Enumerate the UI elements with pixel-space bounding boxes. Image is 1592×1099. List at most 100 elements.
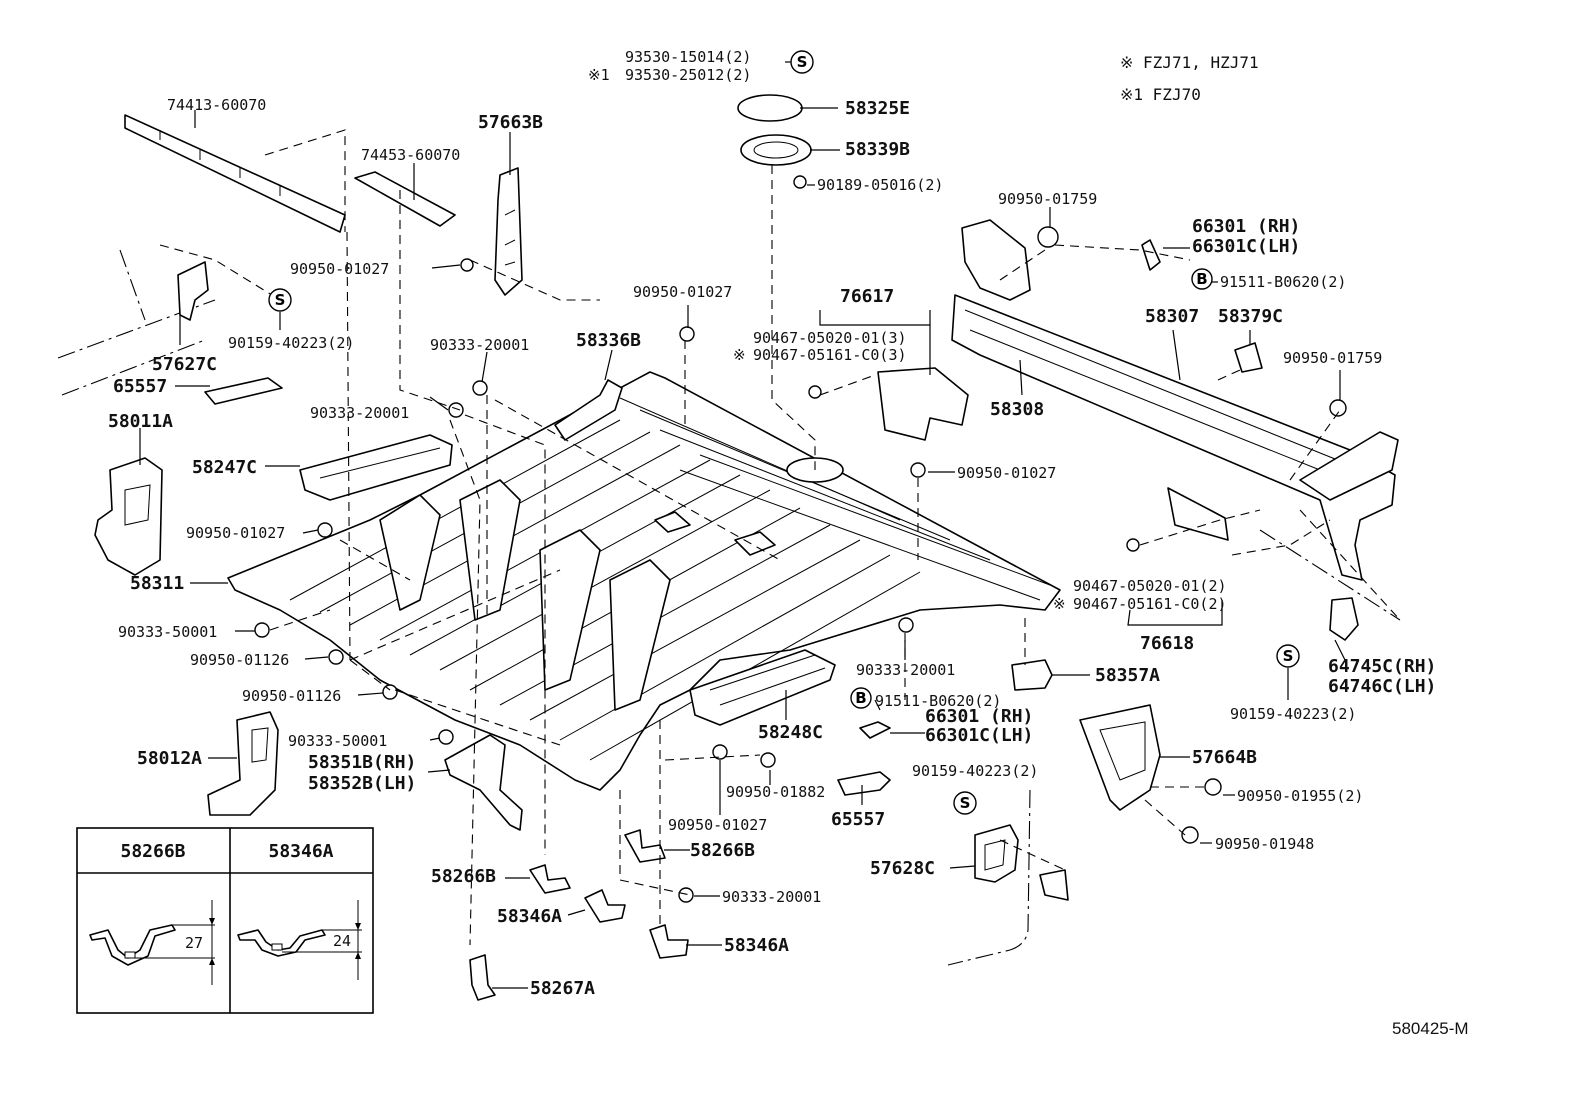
part-58346A-a <box>584 889 626 923</box>
label-90467-05020-b: 90467-05020-01(2) <box>1073 577 1227 595</box>
label-90189-05016: 90189-05016(2) <box>817 176 943 194</box>
fasteners <box>254 175 1347 903</box>
part-66301-clip-b <box>859 721 891 739</box>
label-65557-b: 65557 <box>831 809 885 830</box>
svg-text:S: S <box>1283 647 1294 665</box>
part-58325E <box>737 94 803 122</box>
label-90950-01027-a: 90950-01027 <box>186 524 285 542</box>
label-76617: 76617 <box>840 286 894 307</box>
label-90333-20001-b: 90333-20001 <box>310 404 409 422</box>
label-90950-01126-b: 90950-01126 <box>242 687 341 705</box>
part-58266B-a <box>529 864 571 894</box>
label-90159-40223-a: 90159-40223(2) <box>228 334 354 352</box>
part-58336B <box>554 379 623 441</box>
label-58379C: 58379C <box>1218 306 1283 327</box>
part-74453-60070 <box>354 171 456 227</box>
label-90333-20001-d: 90333-20001 <box>722 888 821 906</box>
label-74413-60070: 74413-60070 <box>167 96 266 114</box>
label-76618: 76618 <box>1140 633 1194 654</box>
label-65557-a: 65557 <box>113 376 167 397</box>
label-58267A: 58267A <box>530 978 595 999</box>
label-58336B: 58336B <box>576 330 641 351</box>
part-58351B <box>444 734 523 831</box>
label-90950-01027-d: 90950-01027 <box>668 816 767 834</box>
part-58357A <box>1011 659 1053 691</box>
part-65557-a <box>204 377 283 405</box>
label-90467-05161-a: 90467-05161-C0(3) <box>753 346 907 364</box>
inset-title-58346A: 58346A <box>268 841 333 862</box>
svg-text:S: S <box>275 291 286 309</box>
label-66301c-lh: 66301C(LH) <box>1192 236 1300 257</box>
label-58352B: 58352B(LH) <box>308 773 416 794</box>
label-90950-01027-c: 90950-01027 <box>957 464 1056 482</box>
note-line-2: ※1 FZJ70 <box>1120 85 1201 104</box>
part-76617-cover <box>877 367 969 441</box>
label-90333-20001-c: 90333-20001 <box>856 661 955 679</box>
part-58247C <box>299 434 453 501</box>
note-line-1: ※ FZJ71, HZJ71 <box>1120 53 1259 72</box>
label-58346A-b: 58346A <box>724 935 789 956</box>
label-58266B-b: 58266B <box>690 840 755 861</box>
label-58307: 58307 <box>1145 306 1199 327</box>
leader-lines <box>139 61 1346 989</box>
svg-text:B: B <box>855 689 866 707</box>
label-93530-15014: 93530-15014(2) <box>625 48 751 66</box>
label-66301c-lh-2: 66301C(LH) <box>925 725 1033 746</box>
inset-dim-27: 27 <box>185 934 203 952</box>
part-labels: 93530-15014(2) ※1 93530-25012(2) 58325E … <box>108 48 1436 999</box>
svg-text:B: B <box>1196 270 1207 288</box>
inset-table: 58266B 58346A 27 24 <box>76 827 374 1014</box>
label-58248C: 58248C <box>758 722 823 743</box>
label-58351B: 58351B(RH) <box>308 752 416 773</box>
label-90950-01882: 90950-01882 <box>726 783 825 801</box>
label-90159-40223-c: 90159-40223(2) <box>1230 705 1356 723</box>
label-90950-01948: 90950-01948 <box>1215 835 1314 853</box>
figure-reference: 580425-M <box>1392 1019 1469 1038</box>
label-74453-60070: 74453-60070 <box>361 146 460 164</box>
label-64745C: 64745C(RH) <box>1328 656 1436 677</box>
part-58011A <box>94 457 163 576</box>
part-57627C <box>177 261 209 321</box>
label-66301-rh-2: 66301 (RH) <box>925 706 1033 727</box>
label-66301-rh: 66301 (RH) <box>1192 216 1300 237</box>
part-65557-b <box>837 771 891 796</box>
label-asterisk-b: ※ <box>1053 595 1066 613</box>
symbol-s-top: S <box>790 50 814 74</box>
label-57663B: 57663B <box>478 112 543 133</box>
label-90333-50001-a: 90333-50001 <box>118 623 217 641</box>
label-58357A: 58357A <box>1095 665 1160 686</box>
label-91511-b0620-b: 91511-B0620(2) <box>875 692 1001 710</box>
label-57664B: 57664B <box>1192 747 1257 768</box>
label-58247C: 58247C <box>192 457 257 478</box>
label-90950-01759-b: 90950-01759 <box>1283 349 1382 367</box>
part-58266B-b <box>624 829 666 863</box>
label-90950-01955: 90950-01955(2) <box>1237 787 1363 805</box>
label-90950-01027-b: 90950-01027 <box>290 260 389 278</box>
label-90333-50001-b: 90333-50001 <box>288 732 387 750</box>
part-58346A-b <box>649 924 689 959</box>
part-57664B <box>1079 704 1161 811</box>
label-57628C: 57628C <box>870 858 935 879</box>
label-58325E: 58325E <box>845 98 910 119</box>
label-58339B: 58339B <box>845 139 910 160</box>
part-58012A <box>207 711 279 816</box>
svg-text:S: S <box>960 794 971 812</box>
part-58339B <box>740 134 812 166</box>
symbol-s-right: S <box>1276 644 1300 668</box>
part-58248C <box>689 649 836 726</box>
assembly-lines <box>159 129 1401 946</box>
label-90159-40223-b: 90159-40223(2) <box>912 762 1038 780</box>
label-58346A-a: 58346A <box>497 906 562 927</box>
label-57627C: 57627C <box>152 354 217 375</box>
symbol-b-center: B <box>850 687 872 709</box>
part-57628C <box>974 824 1069 901</box>
label-asterisk-a: ※ <box>733 346 746 364</box>
svg-text:S: S <box>797 53 808 71</box>
label-90950-01759-a: 90950-01759 <box>998 190 1097 208</box>
label-58011A: 58011A <box>108 411 173 432</box>
label-90467-05020-a: 90467-05020-01(3) <box>753 329 907 347</box>
label-90467-05161-b: 90467-05161-C0(2) <box>1073 595 1227 613</box>
part-58379C <box>1234 342 1263 373</box>
part-58267A <box>469 954 496 1001</box>
